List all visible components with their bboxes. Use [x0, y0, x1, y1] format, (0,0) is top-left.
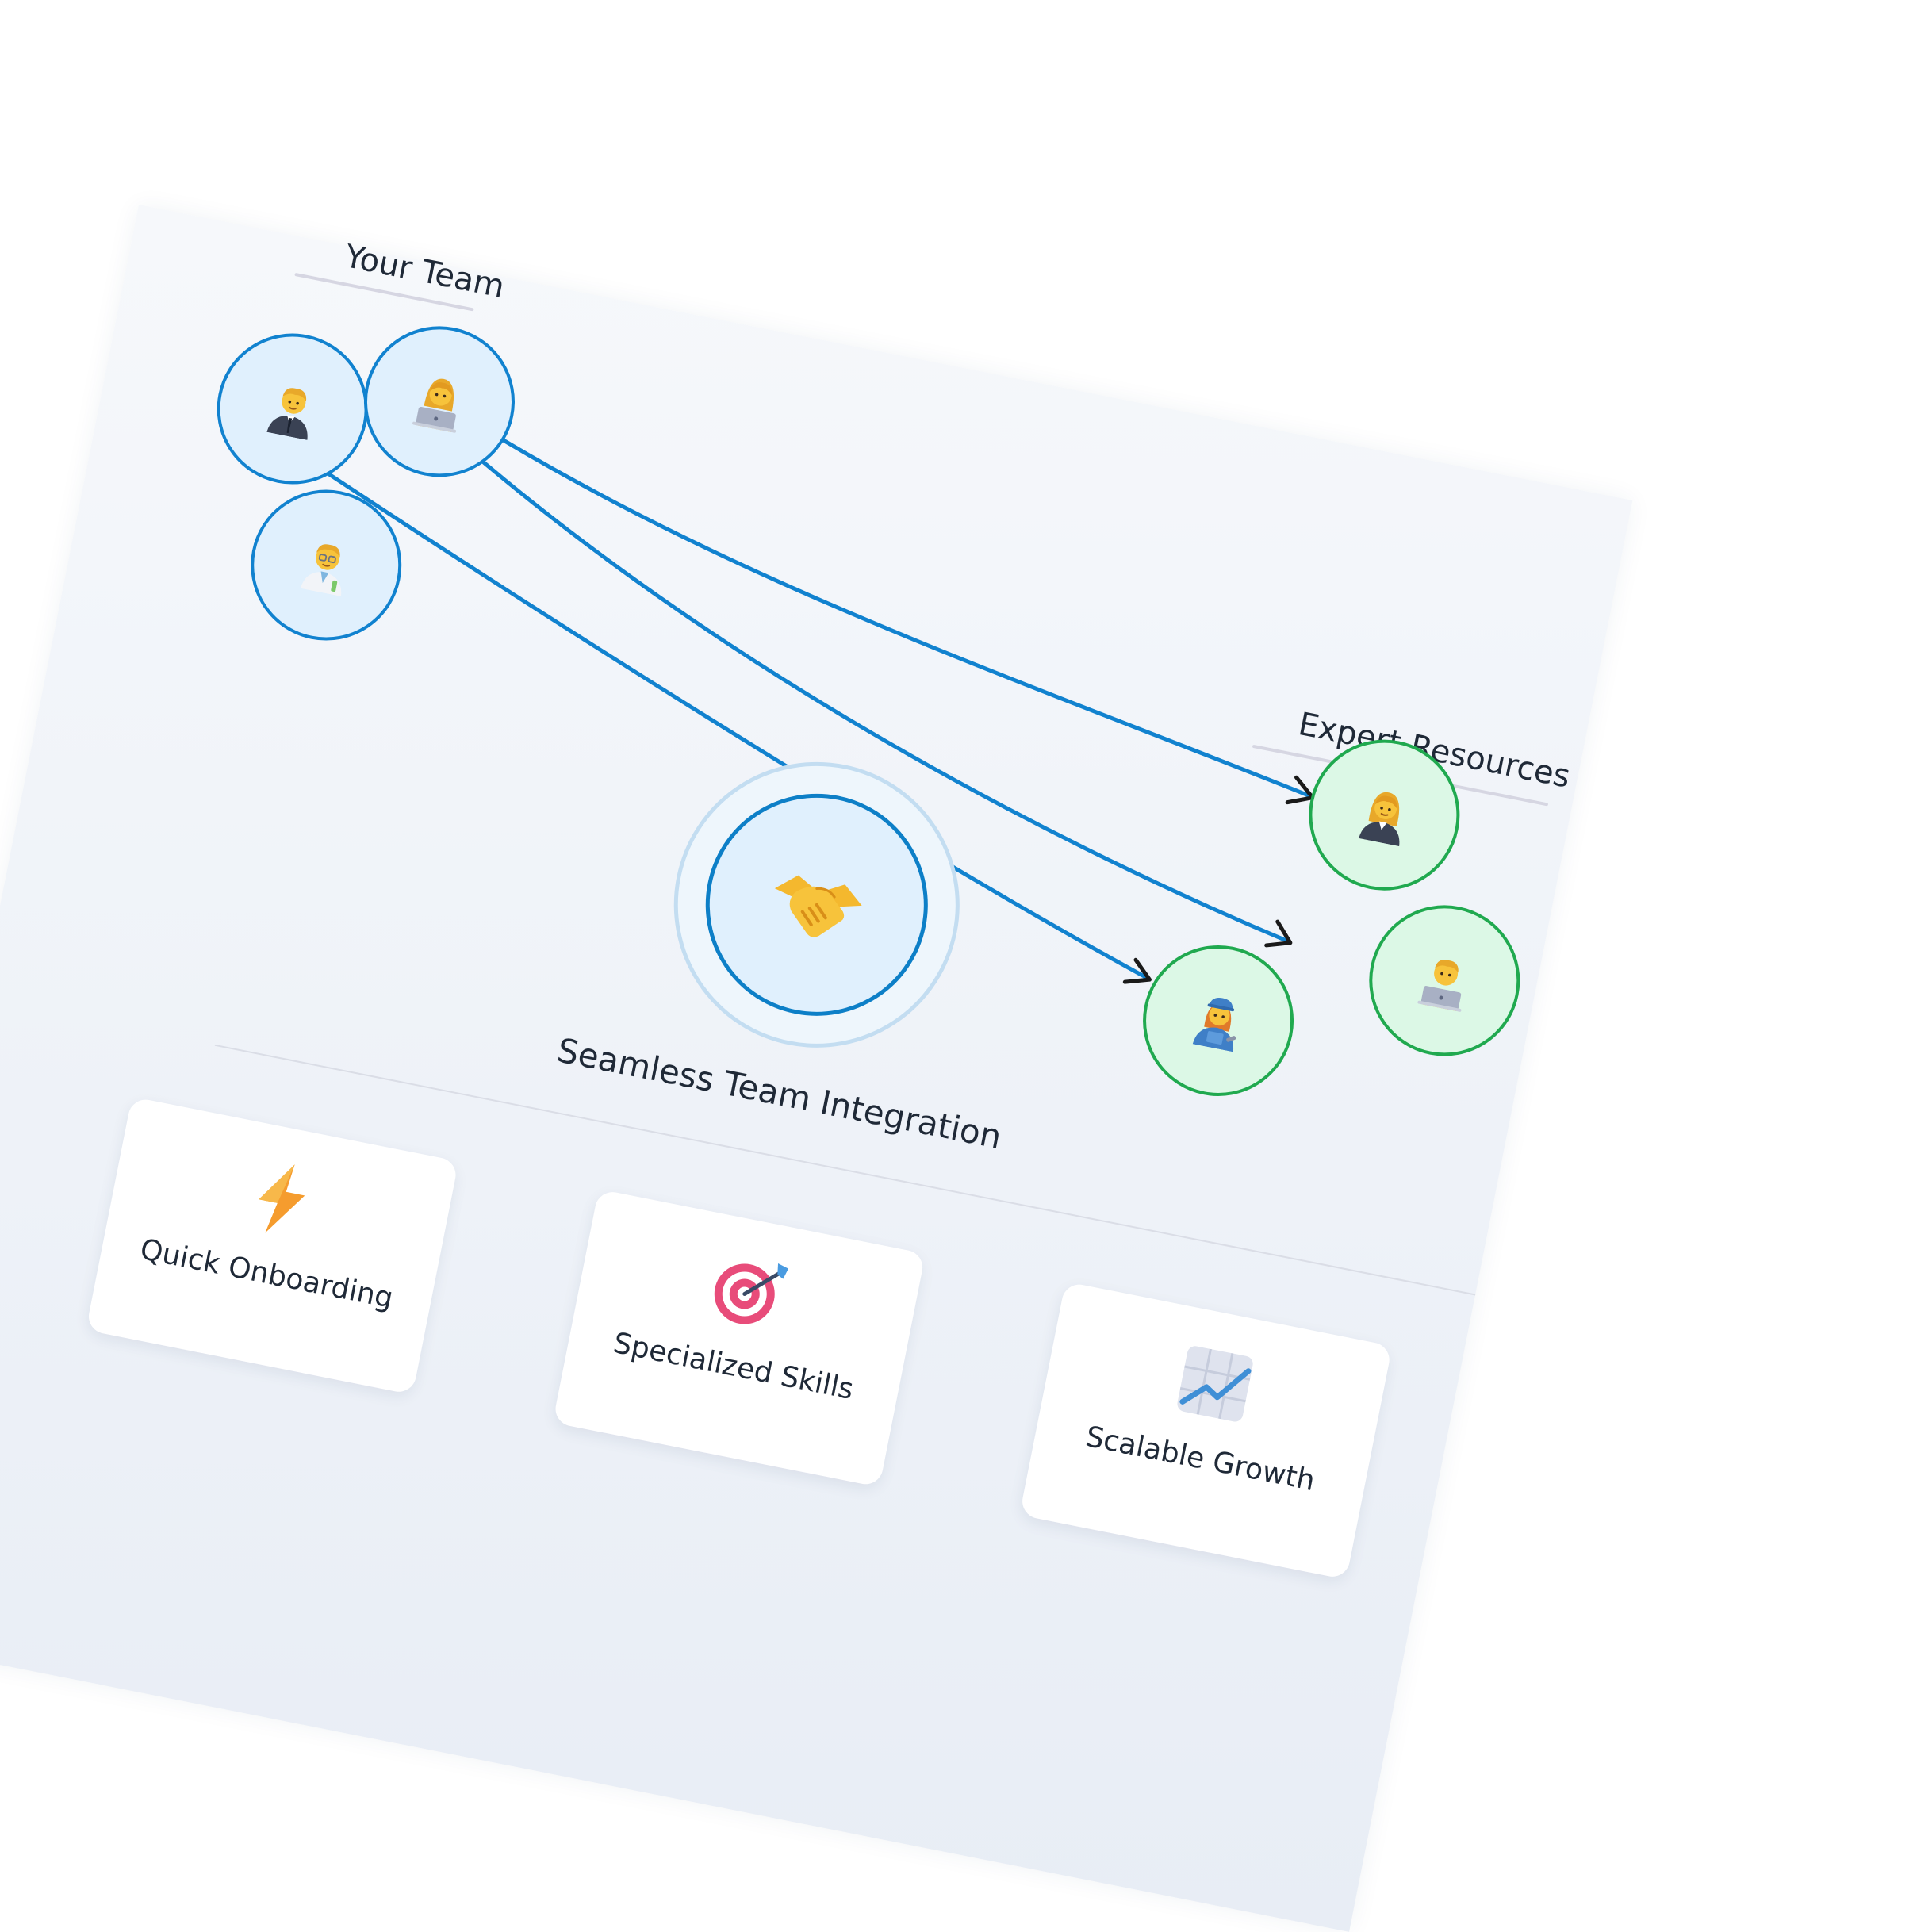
feature-card-quick-onboarding[interactable]: Quick Onboarding — [86, 1096, 459, 1395]
stage: Your Team — [0, 205, 1633, 1932]
lightning-icon — [259, 1164, 305, 1233]
connector-team-member-3-to-expert-3 — [312, 462, 1151, 981]
team-member-scientist[interactable] — [237, 476, 415, 654]
expert-office-worker[interactable] — [1295, 726, 1474, 904]
scientist-man-icon — [300, 544, 342, 596]
diagram-card: Your Team — [0, 205, 1633, 1932]
technologist-man-icon — [1417, 960, 1462, 1012]
team-member-businessman[interactable] — [204, 320, 381, 498]
office-worker-man-icon — [266, 388, 308, 440]
arrowhead-expert-2 — [1264, 919, 1293, 948]
feature-label-specialized-skills: Specialized Skills — [610, 1327, 857, 1406]
technologist-woman-icon — [412, 378, 457, 433]
connector-team-member-2-to-expert-1 — [435, 397, 1313, 799]
connector-layer — [312, 397, 1315, 984]
feature-card-scalable-growth[interactable]: Scalable Growth — [1019, 1281, 1393, 1580]
feature-label-quick-onboarding: Quick Onboarding — [137, 1232, 397, 1316]
office-worker-woman-icon — [1359, 792, 1400, 847]
team-member-laptop-woman[interactable] — [351, 312, 528, 490]
arrowhead-expert-3 — [1122, 957, 1152, 984]
target-icon — [714, 1263, 789, 1324]
connector-team-member-2-to-expert-2 — [427, 413, 1291, 944]
feature-label-scalable-growth: Scalable Growth — [1083, 1420, 1318, 1498]
expert-mechanic[interactable] — [1129, 932, 1307, 1110]
center-integration-node[interactable] — [686, 774, 948, 1036]
handshake-icon — [774, 875, 862, 937]
chart-increasing-icon — [1177, 1346, 1253, 1422]
mechanic-woman-icon — [1192, 998, 1236, 1052]
expert-technologist[interactable] — [1355, 891, 1533, 1070]
feature-card-specialized-skills[interactable]: Specialized Skills — [552, 1189, 926, 1488]
